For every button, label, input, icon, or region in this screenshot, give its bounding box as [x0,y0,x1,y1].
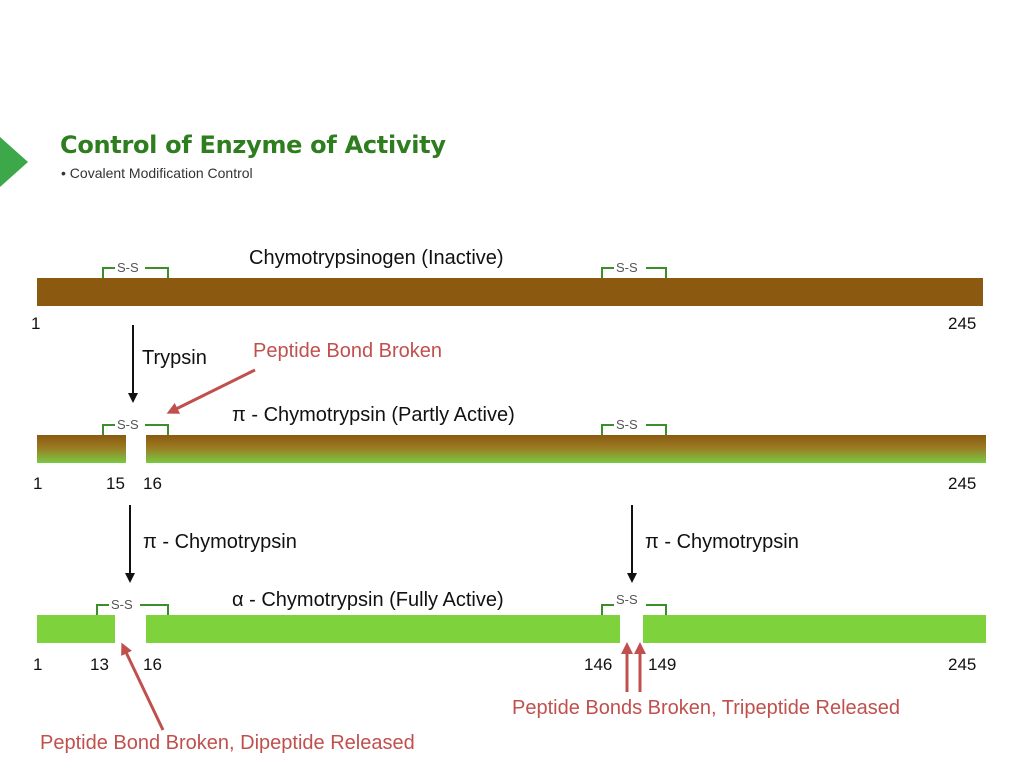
residue-number: 16 [143,655,162,674]
chain-name-pi-chymotrypsin: π - Chymotrypsin (Partly Active) [232,404,515,426]
chain-bar-alpha-segment-3 [643,615,986,643]
disulfide-bracket [96,604,169,615]
chain-bar-chymotrypsinogen [37,278,983,306]
disulfide-bracket [102,424,169,435]
disulfide-bracket [601,424,667,435]
enzyme-label-trypsin: Trypsin [142,347,207,369]
disulfide-label: S-S [117,417,139,432]
residue-number: 13 [90,655,109,674]
annotation-dipeptide: Peptide Bond Broken, Dipeptide Released [40,732,415,754]
enzyme-label-pi-chymotrypsin-right: π - Chymotrypsin [645,531,799,553]
residue-number: 1 [31,314,41,333]
residue-number: 245 [948,474,977,493]
disulfide-label: S-S [117,260,139,275]
bond-broken-arrow [166,368,256,414]
annotation-tripeptide: Peptide Bonds Broken, Tripeptide Release… [512,697,901,719]
chain-bar-alpha-segment-2 [146,615,620,643]
disulfide-label: S-S [616,592,638,607]
enzyme-label-pi-chymotrypsin-left: π - Chymotrypsin [143,531,297,553]
residue-number: 15 [106,474,125,493]
dipeptide-arrow [121,642,165,731]
annotation-bond-broken: Peptide Bond Broken [253,340,443,362]
chain-bar-pi-segment-1 [37,435,126,463]
disulfide-label: S-S [111,597,133,612]
residue-number: 149 [648,655,677,674]
chain-bar-alpha-segment-1 [37,615,115,643]
disulfide-label: S-S [616,260,638,275]
residue-number: 1 [33,474,43,493]
residue-number: 245 [948,314,977,333]
disulfide-bracket [601,604,667,615]
disulfide-label: S-S [616,417,638,432]
slide-accent-triangle [0,137,28,187]
disulfide-bracket [601,267,667,278]
chain-bar-pi-segment-2 [146,435,986,463]
chain-name-chymotrypsinogen: Chymotrypsinogen (Inactive) [249,247,504,269]
disulfide-bracket [102,267,169,278]
residue-number: 146 [584,655,613,674]
chain-name-alpha-chymotrypsin: α - Chymotrypsin (Fully Active) [232,589,504,611]
residue-number: 16 [143,474,162,493]
slide-title: Control of Enzyme of Activity [60,131,446,159]
residue-number: 245 [948,655,977,674]
slide-bullet: • Covalent Modification Control [61,165,253,181]
residue-number: 1 [33,655,43,674]
